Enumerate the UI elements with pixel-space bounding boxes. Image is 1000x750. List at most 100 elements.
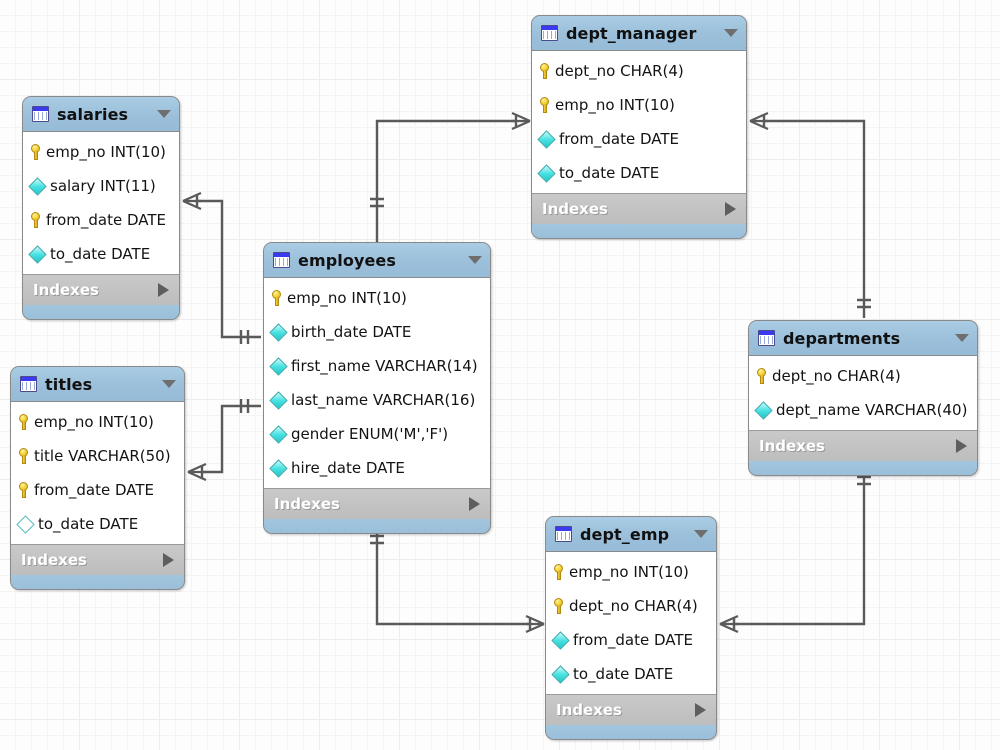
chevron-down-icon[interactable] — [724, 29, 738, 37]
column-row[interactable]: emp_no INT(10) — [23, 135, 179, 169]
connector-employees-dept_emp — [375, 522, 530, 626]
table-footer — [23, 305, 179, 319]
table-columns-salaries: emp_no INT(10) salary INT(11) from_date DA… — [23, 132, 179, 274]
column-label: dept_name VARCHAR(40) — [776, 401, 968, 419]
connector-employees-titles — [202, 404, 261, 474]
table-header-dept_emp[interactable]: dept_emp — [546, 517, 716, 552]
column-row[interactable]: dept_no CHAR(4) — [749, 359, 977, 393]
table-icon — [273, 252, 290, 268]
column-row[interactable]: from_date DATE — [23, 203, 179, 237]
table-node-titles[interactable]: titles emp_no INT(10) title VARCHAR(50)fro… — [10, 366, 185, 590]
diamond-icon — [551, 664, 570, 684]
column-label: dept_no CHAR(4) — [569, 597, 698, 615]
column-row[interactable]: dept_no CHAR(4) — [546, 589, 716, 623]
key-icon — [31, 144, 40, 160]
column-row[interactable]: birth_date DATE — [264, 315, 490, 349]
diamond-icon — [28, 176, 47, 196]
column-label: birth_date DATE — [291, 323, 412, 341]
indexes-section-departments[interactable]: Indexes — [749, 430, 977, 461]
chevron-down-icon[interactable] — [162, 380, 176, 388]
column-row[interactable]: title VARCHAR(50) — [11, 439, 184, 473]
diamond-icon — [537, 129, 556, 149]
column-row[interactable]: hire_date DATE — [264, 451, 490, 485]
column-label: emp_no INT(10) — [34, 413, 154, 431]
column-row[interactable]: emp_no INT(10) — [532, 88, 746, 122]
column-row[interactable]: last_name VARCHAR(16) — [264, 383, 490, 417]
table-columns-employees: emp_no INT(10) birth_date DATE first_name … — [264, 278, 490, 488]
diamond-icon — [269, 424, 288, 444]
column-row[interactable]: emp_no INT(10) — [264, 281, 490, 315]
key-icon — [19, 482, 28, 498]
column-row[interactable]: from_date DATE — [11, 473, 184, 507]
column-row[interactable]: dept_name VARCHAR(40) — [749, 393, 977, 427]
diamond-icon — [269, 458, 288, 478]
column-row[interactable]: to_date DATE — [11, 507, 184, 541]
indexes-label: Indexes — [21, 551, 87, 569]
column-label: emp_no INT(10) — [287, 289, 407, 307]
table-header-employees[interactable]: employees — [264, 243, 490, 278]
table-header-salaries[interactable]: salaries — [23, 97, 179, 132]
column-row[interactable]: from_date DATE — [532, 122, 746, 156]
column-label: gender ENUM('M','F') — [291, 425, 449, 443]
table-node-employees[interactable]: employees emp_no INT(10) birth_date DATE fi… — [263, 242, 491, 534]
table-header-departments[interactable]: departments — [749, 321, 977, 356]
table-title: departments — [783, 328, 901, 348]
connector-employees-salaries — [197, 199, 261, 339]
chevron-right-icon[interactable] — [695, 703, 706, 717]
indexes-section-dept_manager[interactable]: Indexes — [532, 193, 746, 224]
diamond-icon — [537, 163, 556, 183]
chevron-right-icon[interactable] — [158, 283, 169, 297]
table-icon — [32, 106, 49, 122]
indexes-label: Indexes — [33, 281, 99, 299]
table-header-dept_manager[interactable]: dept_manager — [532, 16, 746, 51]
column-row[interactable]: emp_no INT(10) — [11, 405, 184, 439]
key-icon — [19, 448, 28, 464]
column-label: last_name VARCHAR(16) — [291, 391, 476, 409]
table-icon — [541, 25, 558, 41]
diamond-hollow-icon — [16, 514, 35, 534]
key-icon — [19, 414, 28, 430]
column-row[interactable]: to_date DATE — [23, 237, 179, 271]
table-header-titles[interactable]: titles — [11, 367, 184, 402]
indexes-section-employees[interactable]: Indexes — [264, 488, 490, 519]
indexes-section-salaries[interactable]: Indexes — [23, 274, 179, 305]
chevron-down-icon[interactable] — [468, 256, 482, 264]
chevron-right-icon[interactable] — [956, 439, 967, 453]
diamond-icon — [754, 400, 773, 420]
table-title: dept_manager — [566, 23, 697, 43]
column-row[interactable]: gender ENUM('M','F') — [264, 417, 490, 451]
column-label: to_date DATE — [38, 515, 139, 533]
column-row[interactable]: from_date DATE — [546, 623, 716, 657]
chevron-down-icon[interactable] — [157, 110, 171, 118]
table-title: salaries — [57, 104, 129, 124]
table-columns-dept_manager: dept_no CHAR(4) emp_no INT(10) from_date D… — [532, 51, 746, 193]
chevron-right-icon[interactable] — [725, 202, 736, 216]
column-row[interactable]: salary INT(11) — [23, 169, 179, 203]
key-icon — [757, 368, 766, 384]
chevron-down-icon[interactable] — [694, 530, 708, 538]
diamond-icon — [269, 390, 288, 410]
indexes-section-titles[interactable]: Indexes — [11, 544, 184, 575]
column-row[interactable]: to_date DATE — [532, 156, 746, 190]
column-label: emp_no INT(10) — [555, 96, 675, 114]
column-row[interactable]: dept_no CHAR(4) — [532, 54, 746, 88]
column-label: to_date DATE — [50, 245, 151, 263]
indexes-section-dept_emp[interactable]: Indexes — [546, 694, 716, 725]
column-label: from_date DATE — [559, 130, 680, 148]
indexes-label: Indexes — [556, 701, 622, 719]
column-row[interactable]: first_name VARCHAR(14) — [264, 349, 490, 383]
column-label: to_date DATE — [573, 665, 674, 683]
column-row[interactable]: emp_no INT(10) — [546, 555, 716, 589]
chevron-down-icon[interactable] — [955, 334, 969, 342]
connector-departments-dept_emp — [734, 466, 866, 626]
chevron-right-icon[interactable] — [163, 553, 174, 567]
chevron-right-icon[interactable] — [469, 497, 480, 511]
table-node-departments[interactable]: departments dept_no CHAR(4) dept_name VARC… — [748, 320, 978, 476]
table-node-dept_manager[interactable]: dept_manager dept_no CHAR(4) emp_no INT(10… — [531, 15, 747, 239]
diamond-icon — [551, 630, 570, 650]
column-row[interactable]: to_date DATE — [546, 657, 716, 691]
column-label: salary INT(11) — [50, 177, 156, 195]
table-node-salaries[interactable]: salaries emp_no INT(10) salary INT(11) from… — [22, 96, 180, 320]
